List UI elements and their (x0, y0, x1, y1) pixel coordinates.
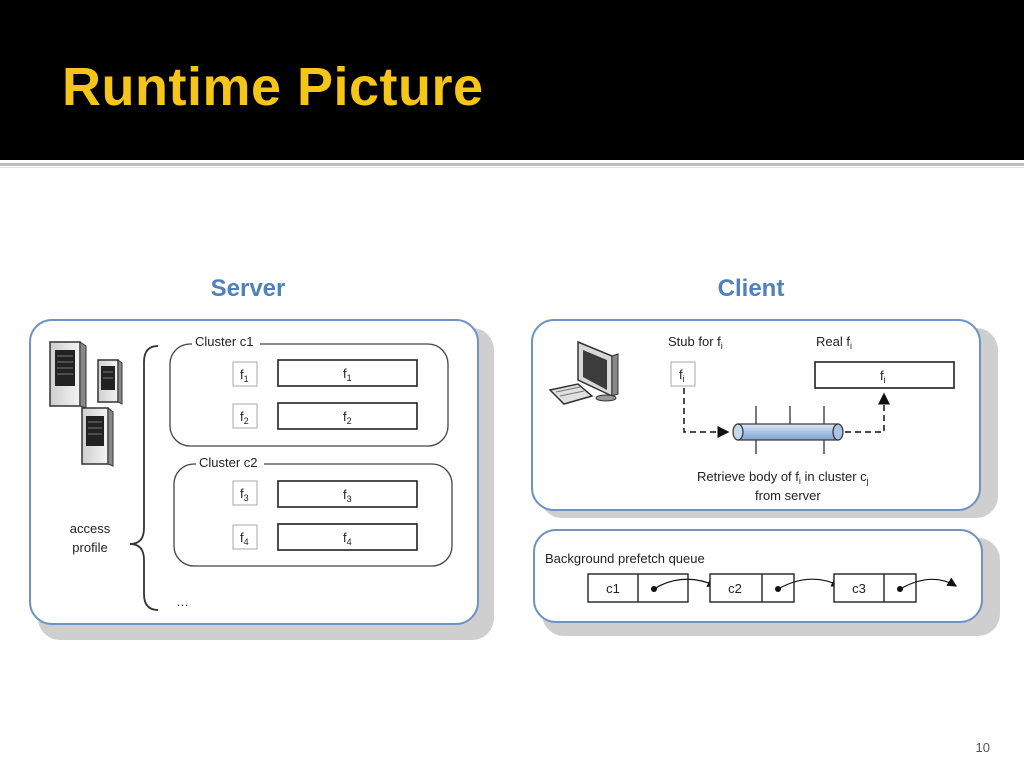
stub-label: Stub for f (668, 334, 721, 349)
file-body (277, 359, 418, 387)
svg-text:f3: f3 (240, 486, 249, 503)
stub-cell-sub: i (683, 374, 685, 384)
retrieve-caption-sub: j (866, 476, 869, 486)
file-stub (232, 524, 258, 550)
file-stub-sub: 2 (244, 416, 249, 426)
more-clusters-ellipsis: … (176, 594, 189, 609)
file-body-label: f (343, 487, 347, 502)
svg-text:f1: f1 (343, 366, 352, 383)
svg-text:Retrieve body of fi in cluste: Retrieve body of fi in cluster cj (697, 469, 869, 486)
title-divider-thin (0, 167, 1024, 168)
retrieve-caption-sub: i (799, 476, 801, 486)
title-bar (0, 0, 1024, 160)
title-divider (0, 163, 1024, 166)
file-body-sub: 3 (347, 494, 352, 504)
real-file-cell (814, 361, 955, 389)
access-profile-label: access (70, 521, 111, 536)
svg-text:f1: f1 (240, 367, 249, 384)
stub-file-cell (670, 361, 696, 387)
queue-node-label: c2 (728, 581, 742, 596)
queue-link (899, 577, 958, 590)
cluster-label: Cluster c1 (195, 334, 254, 349)
file-body-sub: 4 (347, 537, 352, 547)
real-label: Real f (816, 334, 850, 349)
svg-text:fi: fi (679, 367, 685, 384)
file-stub (232, 361, 258, 387)
queue-node-c1: c1 (587, 573, 689, 603)
prefetch-queue-label: Background prefetch queue (545, 551, 705, 566)
access-profile-brace (129, 345, 159, 611)
client-computer-icon (548, 340, 619, 405)
stub-label-sub: i (721, 341, 723, 351)
file-stub-sub: 1 (244, 374, 249, 384)
svg-text:f3: f3 (343, 487, 352, 504)
cluster-label: Cluster c2 (199, 455, 258, 470)
file-body (277, 402, 418, 430)
access-profile-label: profile (72, 540, 107, 555)
file-body-label: f (343, 530, 347, 545)
real-cell-sub: i (884, 375, 886, 385)
retrieve-flow-out (845, 392, 890, 433)
file-stub (232, 403, 258, 429)
file-body (277, 480, 418, 508)
slide-title: Runtime Picture (62, 57, 484, 117)
svg-text:f4: f4 (240, 530, 249, 547)
file-stub-sub: 4 (244, 537, 249, 547)
retrieve-flow-in (683, 388, 730, 438)
file-stub-label: f (240, 409, 244, 424)
svg-text:Real fi: Real fi (816, 334, 852, 351)
file-body-sub: 1 (347, 373, 352, 383)
queue-node-label: c3 (852, 581, 866, 596)
svg-text:f2: f2 (343, 409, 352, 426)
file-stub-label: f (240, 530, 244, 545)
queue-node-c2: c2 (709, 573, 795, 603)
svg-text:Stub for fi: Stub for fi (668, 334, 723, 351)
file-body-sub: 2 (347, 416, 352, 426)
server-machine-icon (97, 359, 123, 405)
retrieve-caption-line2: from server (755, 488, 821, 503)
file-stub-label: f (240, 486, 244, 501)
file-body-label: f (343, 366, 347, 381)
svg-text:f4: f4 (343, 530, 352, 547)
file-body (277, 523, 418, 551)
cluster-c2: Cluster c2 f3 f3 f4 f4 (173, 455, 453, 567)
svg-text:f2: f2 (240, 409, 249, 426)
queue-node-label: c1 (606, 581, 620, 596)
retrieve-caption-mid: in cluster c (801, 469, 867, 484)
server-machine-icon (49, 341, 87, 409)
real-label-sub: i (850, 341, 852, 351)
file-stub-label: f (240, 367, 244, 382)
cluster-c1: Cluster c1 f1 f1 f2 f2 (169, 334, 449, 447)
queue-node-c3: c3 (833, 573, 917, 603)
server-machine-icon (81, 406, 114, 467)
svg-text:fi: fi (880, 368, 886, 385)
file-body-label: f (343, 409, 347, 424)
stub-cell-label: f (679, 367, 683, 382)
real-cell-label: f (880, 368, 884, 383)
client-heading: Client (718, 275, 785, 302)
queue-link (653, 578, 718, 590)
retrieve-caption: Retrieve body of f (697, 469, 799, 484)
slide-number: 10 (975, 740, 990, 755)
server-heading: Server (211, 275, 286, 302)
retrieve-pipe (732, 406, 844, 454)
file-stub (232, 480, 258, 506)
file-stub-sub: 3 (244, 493, 249, 503)
